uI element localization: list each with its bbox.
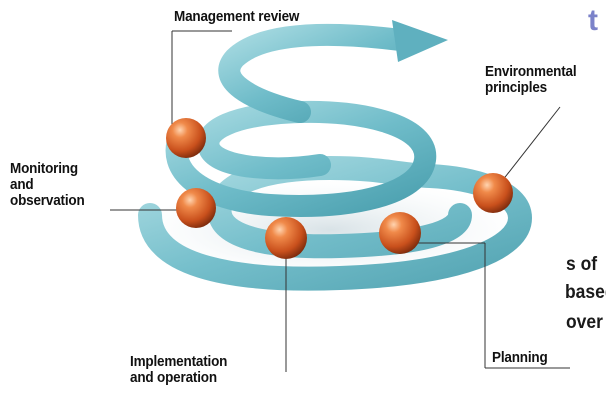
sphere-planning [379, 212, 421, 254]
sphere-environmental-principles [473, 173, 513, 213]
label-implementation-and-operation: Implementation and operation [130, 353, 228, 386]
heading-fragment: t [588, 4, 598, 37]
arrow-head-icon [392, 20, 448, 62]
sphere-management-review [166, 118, 206, 158]
spiral-middle-loop [165, 100, 437, 217]
sphere-monitoring [176, 188, 216, 228]
label-management-review: Management review [174, 8, 300, 25]
sphere-implementation [265, 217, 307, 259]
label-planning: Planning [492, 349, 548, 366]
body-text-line-1: s of [566, 254, 598, 275]
body-text-line-2: based [565, 282, 606, 303]
label-monitoring-and-observation: Monitoring and observation [10, 160, 85, 209]
body-text-line-3: over [566, 312, 603, 333]
connector-environmental-principles [494, 106, 561, 191]
spiral-top-loop [218, 23, 411, 123]
label-environmental-principles: Environmental principles [485, 63, 577, 96]
